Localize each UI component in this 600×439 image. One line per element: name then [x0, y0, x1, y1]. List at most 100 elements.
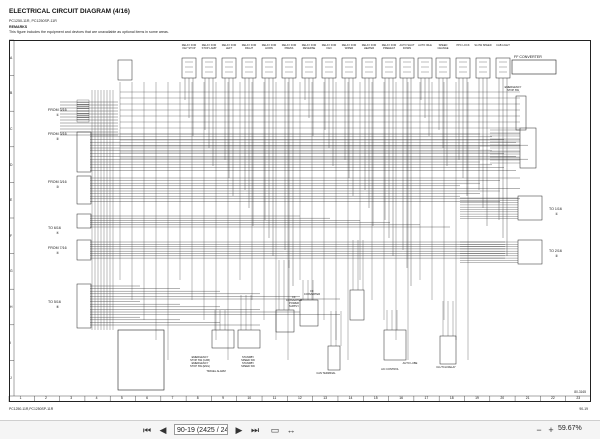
connector-block [76, 213, 92, 229]
relay-label: RELAY FOR PRESS [281, 44, 297, 50]
connector-block [517, 239, 543, 265]
relay-box [241, 57, 257, 79]
relay-box [399, 57, 415, 79]
column-number: 23 [576, 396, 581, 400]
connector-block [519, 127, 537, 169]
relay-box [221, 57, 237, 79]
relay-box [435, 57, 451, 79]
relay-label: RELAY FOR REVERSE [301, 44, 317, 50]
bottom-component-label: TRAVEL ALARM [206, 370, 226, 373]
to-label-num: ① [555, 212, 559, 216]
relay-label: RELAY FOR STOP LAMP [201, 44, 217, 50]
previous-page-icon[interactable]: ◀ [159, 424, 167, 435]
column-number: 14 [348, 396, 353, 400]
row-letter: G [10, 269, 13, 274]
column-number: 15 [373, 396, 378, 400]
connector-block [117, 329, 165, 391]
page-number-input[interactable]: 90-19 (2425 / 24 [174, 424, 228, 435]
connector-block [117, 59, 133, 81]
from-label: TO 5/16 [48, 300, 61, 304]
relay-box [181, 57, 197, 79]
relay-box [417, 57, 433, 79]
fit-width-icon[interactable]: ↔ [286, 425, 296, 435]
from-label-num: ② [56, 137, 60, 141]
model-text: PC1250-11R, PC1250SP-11R [9, 19, 57, 23]
relay-label: RELAY FOR HEATER [361, 44, 377, 50]
row-letter: H [10, 305, 13, 309]
bottom-component-label: STANDBY SPEED SW [241, 362, 255, 368]
connector-block [76, 131, 92, 173]
column-number: 19 [475, 396, 479, 400]
column-number: 16 [399, 396, 403, 400]
column-number: 6 [146, 396, 149, 400]
column-number: 22 [551, 396, 555, 400]
row-letter: C [10, 127, 13, 131]
from-label-num: ④ [56, 231, 60, 235]
relay-label: RELAY FOR PREHEAT [381, 44, 397, 50]
connector-pin [76, 104, 90, 107]
relay-label: CAB LIGHT [496, 44, 510, 47]
relay-label: RELAY FOR WIPER [341, 44, 357, 50]
bottom-component-label: A/C CONTROL [381, 368, 399, 371]
component-box [349, 289, 365, 321]
relay-box [261, 57, 277, 79]
connector-block [76, 239, 92, 261]
zoom-in-icon[interactable]: + [548, 425, 554, 435]
zoom-out-icon[interactable]: − [536, 425, 542, 435]
bottom-component-label: CLUTCH RELAY [436, 366, 456, 369]
connector-pin [76, 119, 90, 123]
zoom-level[interactable]: 59.67% [558, 425, 582, 432]
relay-box [341, 57, 357, 79]
from-label-num: ⑤ [56, 251, 60, 255]
footer-page-number: 90-19 [579, 407, 588, 411]
relay-box [361, 57, 377, 79]
component-box [327, 345, 341, 371]
from-label-num: ③ [56, 185, 60, 189]
diagram-frame [9, 40, 591, 402]
converter-label: FF CONVERTER [514, 55, 542, 59]
connector-block [515, 95, 527, 131]
column-number: 17 [424, 396, 429, 400]
from-label: FROM 3/16 [48, 180, 67, 184]
row-letter: D [10, 162, 13, 167]
relay-label: RELAY FOR LEFT [221, 44, 237, 50]
bottom-component-label: EMERGENCY STOP SW (ENG) [190, 362, 210, 368]
footer-model: PC1250-11R,PC1250SP-11R [9, 407, 54, 411]
connector-block [76, 283, 92, 329]
component-box [299, 299, 319, 327]
relay-label: AUTO SHUT DOWN [399, 44, 415, 50]
column-number: 18 [449, 396, 454, 400]
bottom-component-label: EMERGENCY STOP SW (CAB) [190, 356, 210, 362]
column-number: 8 [196, 396, 199, 400]
from-label: TO 6/16 [48, 226, 61, 230]
component-box [275, 309, 295, 333]
column-number: 7 [171, 396, 174, 400]
column-number: 1 [19, 396, 22, 400]
row-letter: F [10, 233, 13, 238]
row-letter: E [10, 198, 13, 203]
first-page-icon[interactable]: ⏮ [142, 424, 152, 435]
last-page-icon[interactable]: ⏭ [250, 424, 260, 435]
row-letter: I [10, 340, 11, 345]
connector-pin [76, 108, 90, 112]
from-label: FROM 7/16 [48, 246, 67, 250]
connector-block [517, 195, 543, 221]
column-number: 13 [323, 396, 328, 400]
relay-box [475, 57, 491, 79]
connector-block [76, 175, 92, 205]
converter-box [511, 59, 557, 75]
relay-box [201, 57, 217, 79]
column-number: 20 [500, 396, 505, 400]
to-label: TO 2/16 [549, 249, 562, 253]
bottom-component-label: FF CONVERTER [303, 290, 321, 296]
connector-pin [76, 113, 90, 116]
circuit-diagram [8, 39, 591, 402]
column-number: 11 [272, 396, 277, 400]
from-label-num: ① [56, 113, 60, 117]
fit-page-icon[interactable]: ▭ [270, 424, 280, 435]
bottom-component-label: CAN TERMINAL [316, 372, 336, 375]
relay-box [281, 57, 297, 79]
next-page-icon[interactable]: ▶ [235, 424, 243, 435]
from-label: FROM 3/16 [48, 108, 67, 112]
